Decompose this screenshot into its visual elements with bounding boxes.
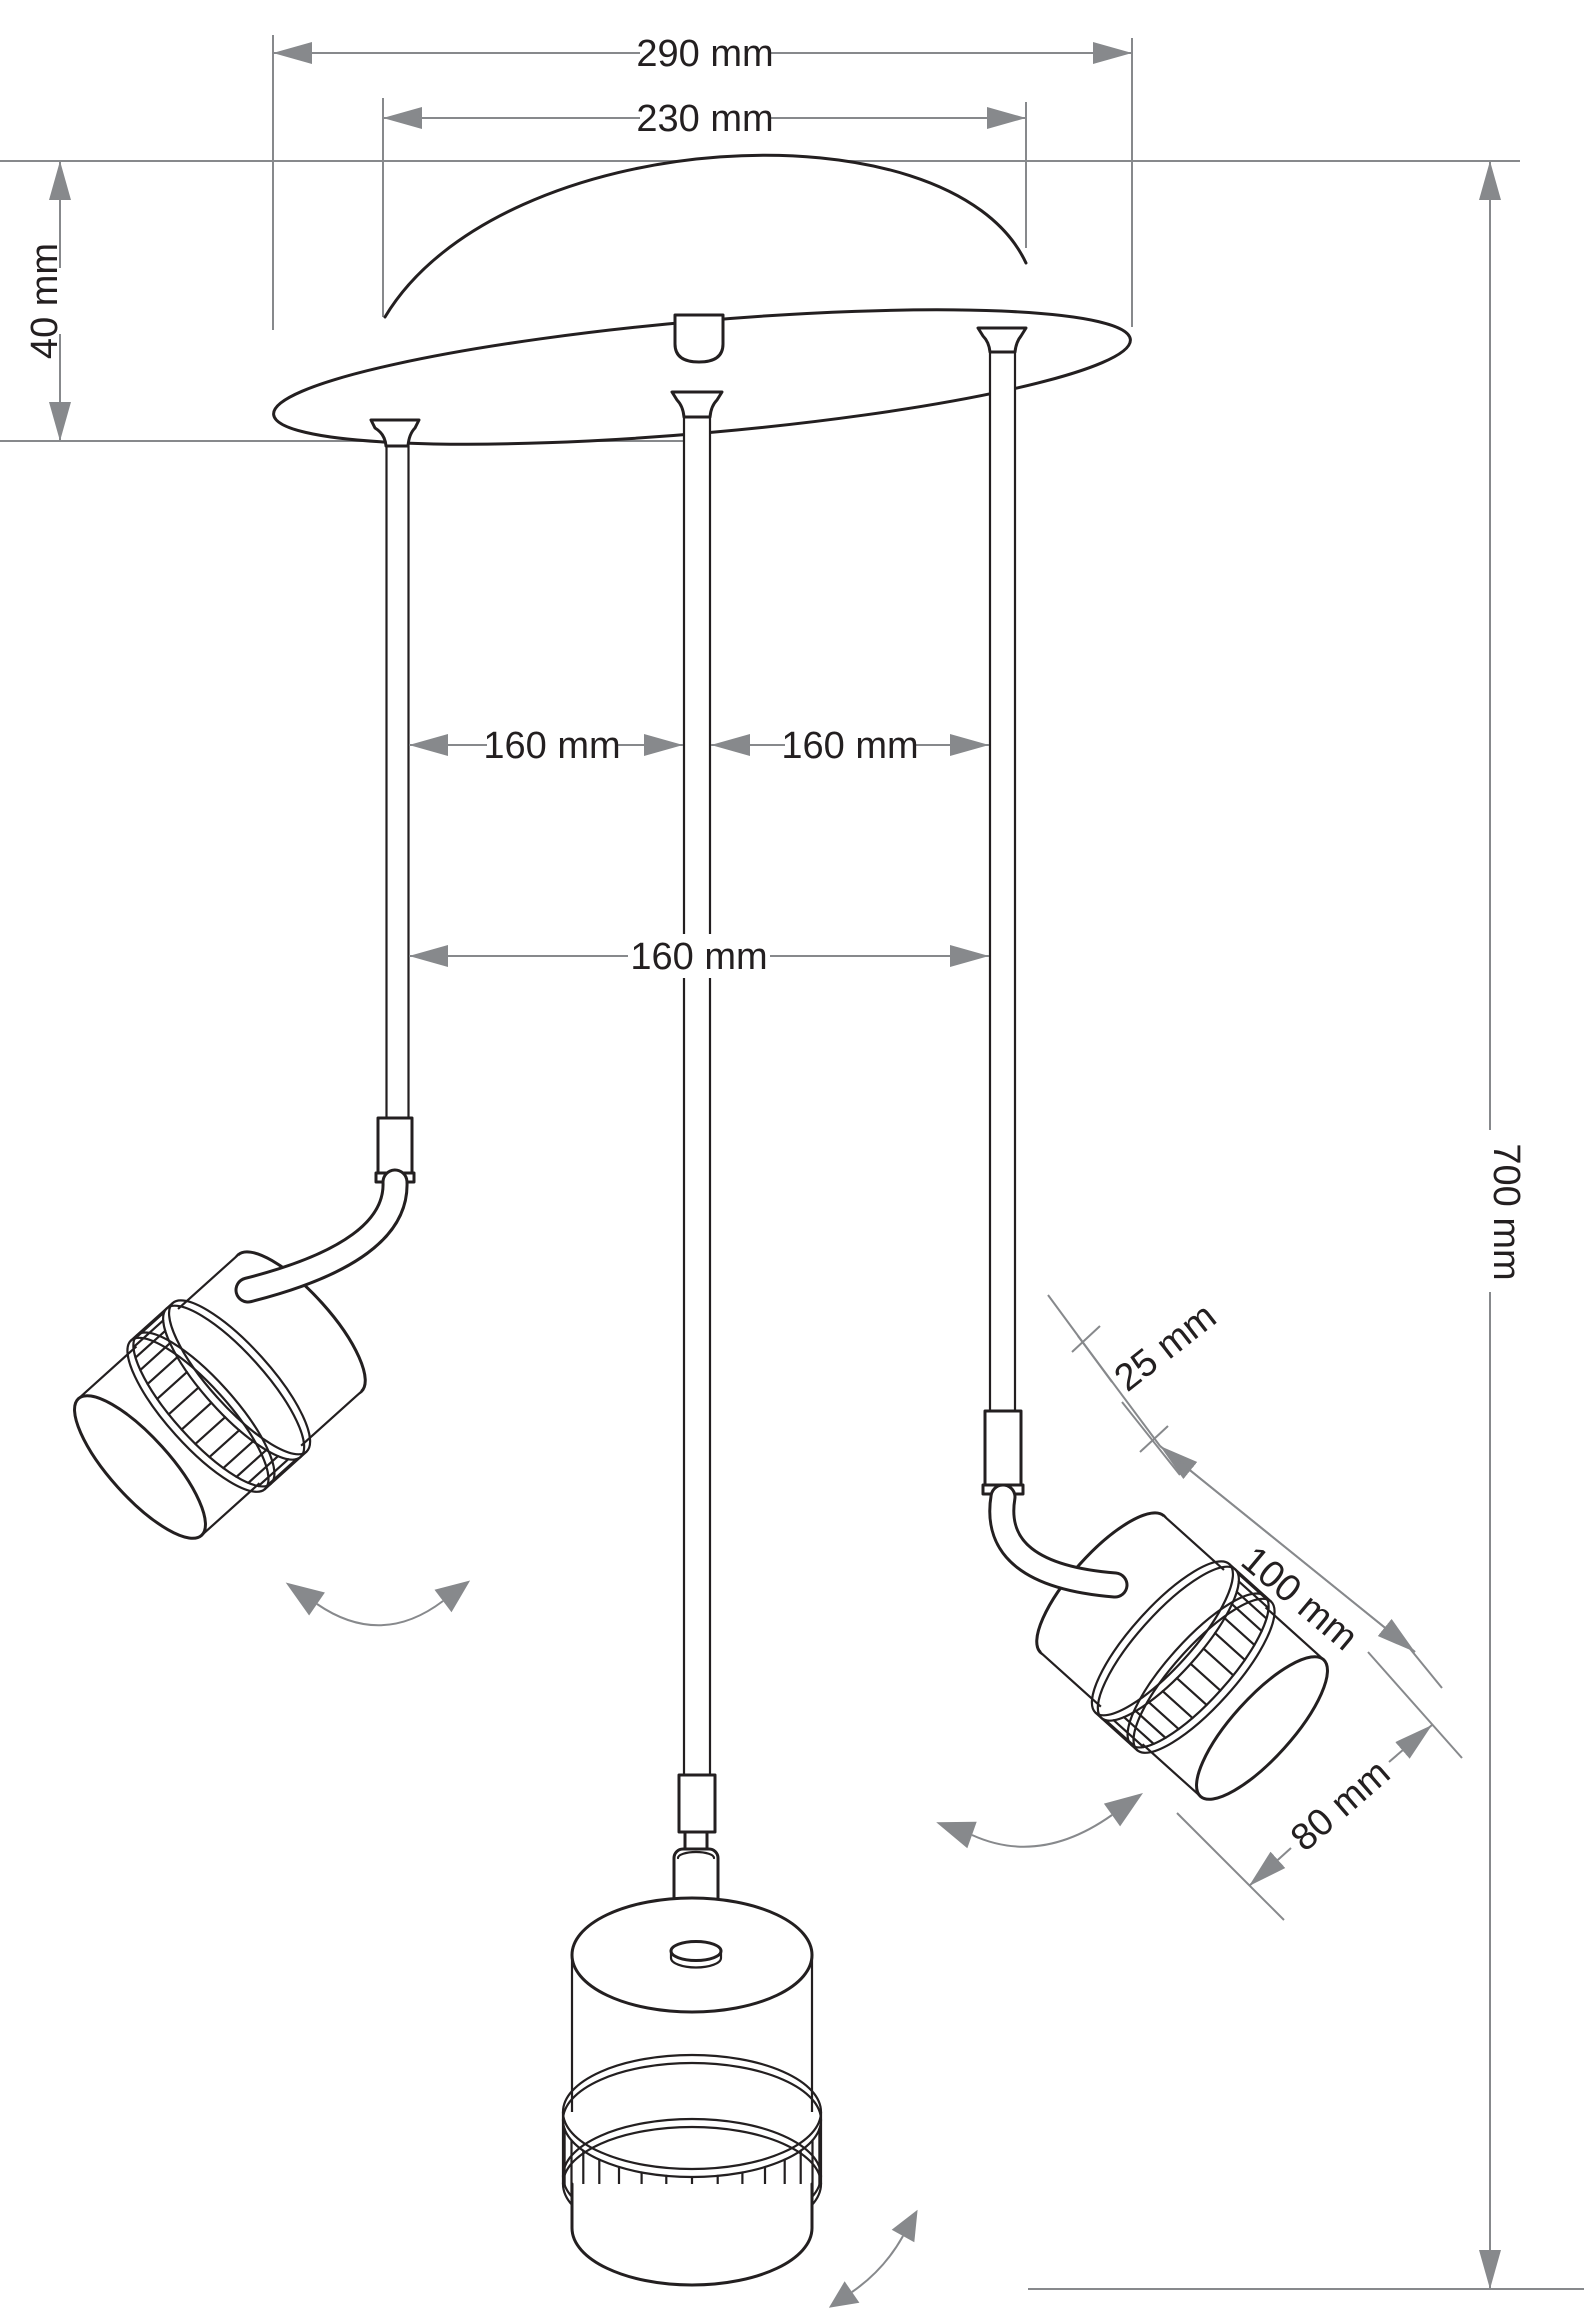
left-sleeve	[376, 1116, 414, 1175]
canopy-dome-fill	[385, 155, 1026, 317]
swivel-arrowhead	[936, 1821, 977, 1849]
dim-rod-spacing: 160 mm 160 mm 160 mm	[409, 725, 989, 978]
tick-25-a	[1071, 1325, 1101, 1353]
tick-25-b	[1139, 1425, 1169, 1453]
label-80mm: 80 mm	[1283, 1752, 1398, 1860]
rod-right-top-fitting	[976, 326, 1028, 354]
label-160mm-outer: 160 mm	[630, 936, 767, 978]
swivel-arrowhead	[434, 1580, 471, 1613]
swivel-arrow-left	[285, 1580, 471, 1627]
dim-canopy-height: 40 mm	[24, 161, 71, 441]
bottom-lamp-sleeve	[677, 1773, 717, 1834]
lamp-head-right	[1035, 1511, 1329, 1801]
label-230mm: 230 mm	[636, 98, 773, 140]
rod-right	[976, 326, 1028, 1413]
ext-80-b	[1367, 1651, 1463, 1759]
bottom-lamp-neck	[683, 1830, 709, 1851]
lamp-head-bottom	[561, 1773, 823, 2287]
rod-middle	[670, 390, 724, 1777]
ext-100	[1397, 1633, 1443, 1689]
rod-middle-top-fitting	[670, 390, 724, 419]
swivel-arrow-right	[936, 1793, 1143, 1849]
right-lamp-front-opening	[1195, 1655, 1329, 1801]
swivel-arrowhead	[828, 2281, 860, 2308]
cable-gland	[673, 313, 725, 364]
ext-80-a	[1176, 1812, 1285, 1921]
right-sleeve	[983, 1409, 1023, 1487]
label-160mm-right: 160 mm	[781, 725, 918, 767]
swivel-arrowhead	[891, 2209, 918, 2243]
left-lamp-rib-hatching	[132, 1311, 298, 1488]
label-160mm-left: 160 mm	[483, 725, 620, 767]
swivel-arrow-bottom	[828, 2209, 918, 2308]
ext-25-b	[1121, 1401, 1181, 1476]
rod-left	[369, 418, 421, 1120]
label-700mm: 700 mm	[1485, 1143, 1527, 1280]
rod-left-top-fitting	[369, 418, 421, 448]
left-lamp-front-opening	[73, 1394, 207, 1540]
dim-25-line	[1077, 1335, 1161, 1447]
swivel-arrowhead	[1103, 1793, 1143, 1827]
lamp-head-left	[73, 1250, 367, 1540]
label-40mm: 40 mm	[24, 243, 66, 359]
canopy-dome	[383, 153, 1028, 319]
swivel-arrowhead	[285, 1582, 325, 1616]
right-lamp-rib-hatching	[1104, 1572, 1270, 1749]
dim-100-line-b	[1159, 1445, 1416, 1653]
label-290mm: 290 mm	[636, 33, 773, 75]
dim-total-drop: 700 mm	[1479, 161, 1527, 2289]
dim-mount-circle: 230 mm	[383, 98, 1026, 140]
lamp-left-mount	[374, 1116, 416, 1184]
bottom-lamp-flange	[669, 1940, 723, 1962]
label-25mm: 25 mm	[1107, 1295, 1224, 1400]
dim-canopy-diameter: 290 mm	[273, 33, 1132, 75]
lamp-right-mount	[981, 1409, 1025, 1496]
